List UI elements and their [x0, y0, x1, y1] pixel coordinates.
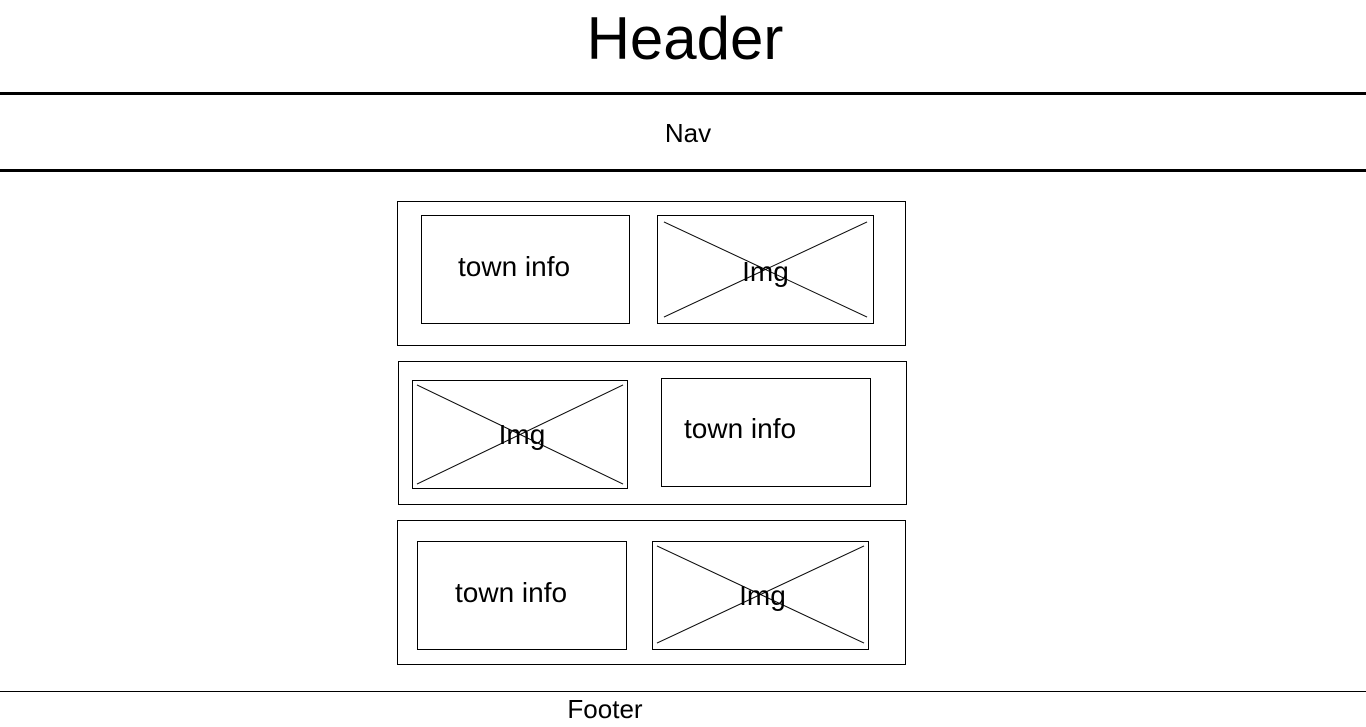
- footer-divider: [0, 691, 1366, 692]
- image-placeholder: Img: [412, 380, 628, 489]
- town-info-box: town info: [661, 378, 871, 487]
- town-info-box: town info: [417, 541, 627, 650]
- header-title: Header: [586, 5, 784, 72]
- town-info-text: town info: [458, 251, 571, 282]
- image-placeholder-icon: [656, 545, 865, 644]
- image-placeholder-icon: [663, 221, 868, 318]
- town-info-box: town info: [421, 215, 630, 324]
- footer-label: Footer: [567, 694, 643, 724]
- image-label: Img: [742, 256, 789, 287]
- town-info-text: town info: [455, 577, 568, 608]
- image-placeholder: Img: [657, 215, 874, 324]
- image-label: Img: [498, 419, 546, 450]
- header-divider: [0, 92, 1366, 95]
- nav-label: Nav: [664, 118, 712, 148]
- image-placeholder: Img: [652, 541, 869, 650]
- image-label: Img: [739, 580, 786, 611]
- nav-divider: [0, 169, 1366, 172]
- image-placeholder-icon: [416, 384, 624, 485]
- town-info-text: town info: [684, 413, 797, 444]
